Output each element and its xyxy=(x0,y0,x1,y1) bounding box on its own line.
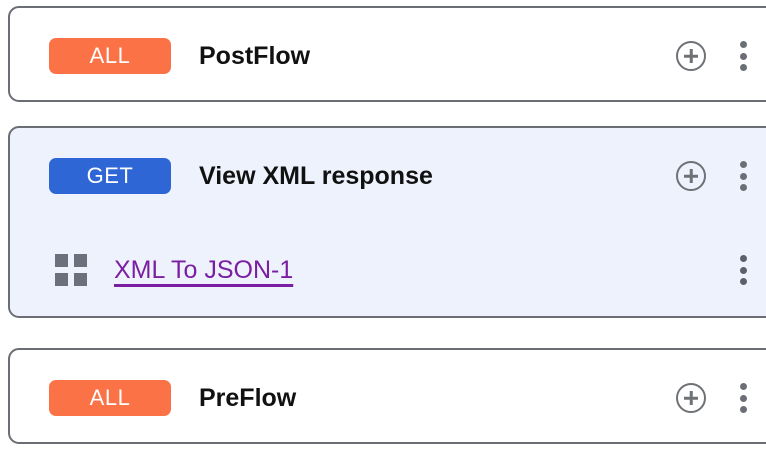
kebab-dot xyxy=(739,52,747,60)
kebab-dot xyxy=(739,184,747,191)
kebab-dot xyxy=(739,161,747,168)
flow-row-view-xml-response[interactable]: GET View XML response xyxy=(10,128,766,224)
kebab-menu-icon[interactable] xyxy=(730,255,756,285)
kebab-dot xyxy=(739,64,747,71)
plus-circle-icon[interactable] xyxy=(676,383,706,413)
kebab-dot xyxy=(739,394,747,402)
method-badge-all: ALL xyxy=(49,380,171,416)
flow-row-preflow[interactable]: ALL PreFlow xyxy=(10,350,766,446)
kebab-dot xyxy=(739,266,747,274)
grid-square xyxy=(55,273,68,286)
row-actions xyxy=(676,161,756,191)
kebab-menu-icon[interactable] xyxy=(730,383,756,413)
grid-squares-icon xyxy=(55,254,87,286)
kebab-menu-icon[interactable] xyxy=(730,161,756,191)
grid-square xyxy=(74,273,87,286)
row-actions xyxy=(676,383,756,413)
kebab-dot xyxy=(739,255,747,262)
kebab-dot xyxy=(739,41,747,48)
kebab-dot xyxy=(739,172,747,180)
kebab-dot xyxy=(739,383,747,390)
kebab-dot xyxy=(739,278,747,285)
flow-card-view-xml-response[interactable]: GET View XML response XML To JSON-1 xyxy=(8,126,766,318)
policy-row-xml-to-json-1[interactable]: XML To JSON-1 xyxy=(10,224,766,316)
flow-title: PostFlow xyxy=(199,41,311,70)
flow-title: View XML response xyxy=(199,161,433,190)
policy-link-xml-to-json-1[interactable]: XML To JSON-1 xyxy=(114,255,294,284)
flow-title: PreFlow xyxy=(199,383,297,412)
plus-circle-icon[interactable] xyxy=(676,41,706,71)
method-badge-get: GET xyxy=(49,158,171,194)
grid-square xyxy=(74,254,87,267)
row-actions xyxy=(706,255,756,285)
flow-row-postflow[interactable]: ALL PostFlow xyxy=(10,8,766,104)
grid-square xyxy=(55,254,68,267)
plus-circle-icon[interactable] xyxy=(676,161,706,191)
kebab-dot xyxy=(739,406,747,413)
kebab-menu-icon[interactable] xyxy=(730,41,756,71)
flow-card-preflow[interactable]: ALL PreFlow xyxy=(8,348,766,444)
row-actions xyxy=(676,41,756,71)
method-badge-all: ALL xyxy=(49,38,171,74)
flow-card-postflow[interactable]: ALL PostFlow xyxy=(8,6,766,102)
